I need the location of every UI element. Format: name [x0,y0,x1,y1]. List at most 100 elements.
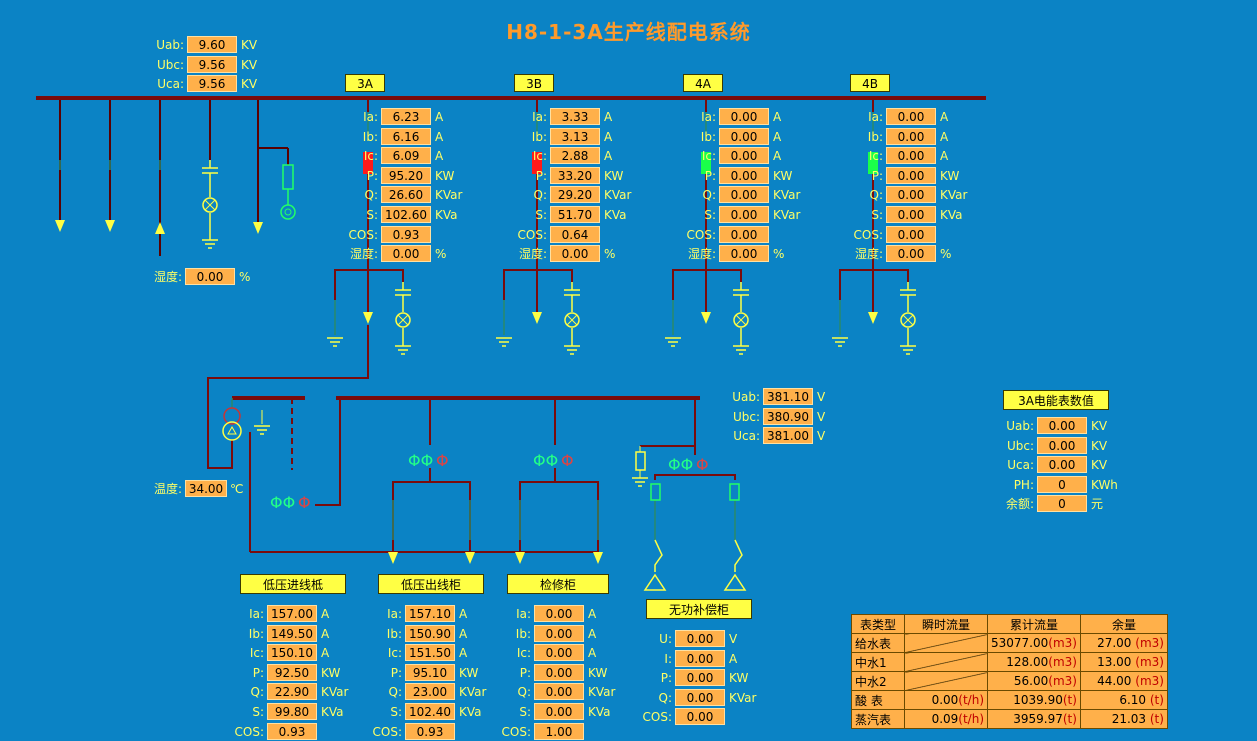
lv-voltage-value: 380.90 [763,407,813,425]
cabinet-1-label: Ic: [387,646,402,661]
feeder-4a-value: 0.00 [719,225,769,243]
feeder-4b-label: S: [871,208,883,222]
cabinet-title-2[interactable]: 检修柜 [507,574,609,594]
lv-voltage-unit: V [817,429,826,443]
cabinet-1-unit: A [459,646,468,661]
cabinet-title-0[interactable]: 低压进线柢 [240,574,346,594]
cabinet-2-unit: KW [588,665,608,680]
lv-voltage-value: 381.10 [763,388,813,405]
cabinet-0-label: S: [252,705,264,719]
hv-voltage-value: 9.60 [187,36,237,53]
energy-meter-unit: 元 [1091,497,1104,511]
energy-meter-unit: KV [1091,458,1108,472]
cabinet-2-unit: KVar [588,685,616,700]
instant-unit: (t/h) [958,712,984,726]
total-unit: (t) [1062,712,1077,726]
lv-voltage-unit: V [817,409,826,424]
table-header: 余量 [1079,614,1168,634]
cabinet-1-value: 157.10 [405,605,455,622]
cabinet-2-value: 0.00 [534,663,584,681]
table-header: 表类型 [851,614,905,634]
feeder-4a-value: 0.00 [719,127,769,145]
feeder-4b-value: 0.00 [886,186,936,204]
energy-meter-value: 0.00 [1037,456,1087,473]
feeder-3b-value: 2.88 [550,147,600,165]
cabinet-2-unit: A [588,607,597,621]
humidity-main-unit: % [239,270,251,284]
feeder-4b-label: Q: [869,188,884,203]
hv-voltage-unit: KV [241,57,258,72]
hv-voltage-unit: KV [241,77,258,91]
feeder-3b-unit: A [604,149,613,164]
feeder-3a-label: Ia: [363,110,378,124]
feeder-4a-label: S: [704,208,716,222]
instant-value: 0.00 [931,693,959,707]
energy-meter-label: Uab: [1006,419,1034,433]
feeder-tag-4b[interactable]: 4B [850,74,890,92]
feeder-4a-label: P: [704,168,716,183]
feeder-tag-3a[interactable]: 3A [345,74,385,92]
feeder-3a-value: 6.16 [381,127,431,145]
cabinet-0-value: 22.90 [267,683,317,701]
hv-voltage-label: Ubc: [156,57,184,72]
feeder-tag-3b[interactable]: 3B [514,74,554,92]
feeder-4b-value: 0.00 [886,127,936,145]
hv-voltage-label: Uca: [157,77,184,91]
feeder-4b-label: Ic: [868,149,883,164]
feeder-4b-value: 0.00 [886,166,936,184]
feeder-3a-value: 0.00 [381,245,431,263]
feeder-tag-4a[interactable]: 4A [683,74,723,92]
total-flow: 128.00(m3) [987,652,1081,672]
hv-voltage-unit: KV [241,38,258,52]
cabinet-title-1[interactable]: 低压出线柜 [378,574,484,594]
lv-voltage-unit: V [817,390,826,404]
cabinet-0-value: 92.50 [267,663,317,681]
feeder-4a-unit: A [773,149,782,164]
compensation-title[interactable]: 无功补偿柜 [646,599,752,619]
feeder-4a-label: Ib: [700,129,716,144]
remaining: 6.10 (t) [1079,690,1168,710]
remain-value: 6.10 [1119,693,1147,707]
total-value: 128.00 [1006,655,1049,669]
cabinet-1-unit: KVa [459,705,482,719]
compensation-value: 0.00 [675,649,725,667]
energy-meter-label: 余额: [1005,497,1034,511]
feeder-4b-unit: A [940,110,949,124]
feeder-3b-value: 3.33 [550,108,600,125]
feeder-3a-label: COS: [348,227,378,242]
feeder-3a-value: 6.23 [381,108,431,125]
compensation-label: U: [659,632,672,646]
cabinet-0-label: Ib: [248,626,264,641]
remaining: 27.00 (m3) [1079,633,1168,653]
cabinet-0-value: 99.80 [267,703,317,720]
compensation-unit: KW [729,671,749,686]
energy-meter-label: Uca: [1007,458,1034,472]
feeder-4b-value: 0.00 [886,108,936,125]
cabinet-1-label: S: [390,705,402,719]
cabinet-2-label: COS: [501,724,531,739]
compensation-unit: V [729,632,738,646]
feeder-4a-unit: A [773,110,782,124]
breaker-4a [701,152,711,174]
feeder-3a-unit: A [435,110,444,124]
cabinet-0-unit: A [321,646,330,661]
cabinet-1-label: Ib: [386,626,402,641]
feeder-3b-value: 3.13 [550,127,600,145]
cabinet-0-label: P: [252,665,264,680]
total-value: 3959.97 [1013,712,1063,726]
remain-value: 27.00 [1097,636,1132,650]
remain-unit: (m3) [1135,655,1164,669]
feeder-4b-unit: % [940,247,952,262]
svg-text:ΦΦ: ΦΦ [533,451,558,470]
total-flow: 53077.00(m3) [987,633,1081,653]
total-flow: 1039.90(t) [987,690,1081,710]
compensation-label: COS: [642,710,672,725]
remain-unit: (m3) [1135,636,1164,650]
feeder-4a-label: Ia: [701,110,716,124]
feeder-3b-unit: KW [604,168,624,183]
feeder-4a-value: 0.00 [719,186,769,204]
hv-voltage-label: Uab: [156,38,184,52]
feeder-4a-value: 0.00 [719,147,769,165]
table-header: 累计流量 [987,614,1081,634]
